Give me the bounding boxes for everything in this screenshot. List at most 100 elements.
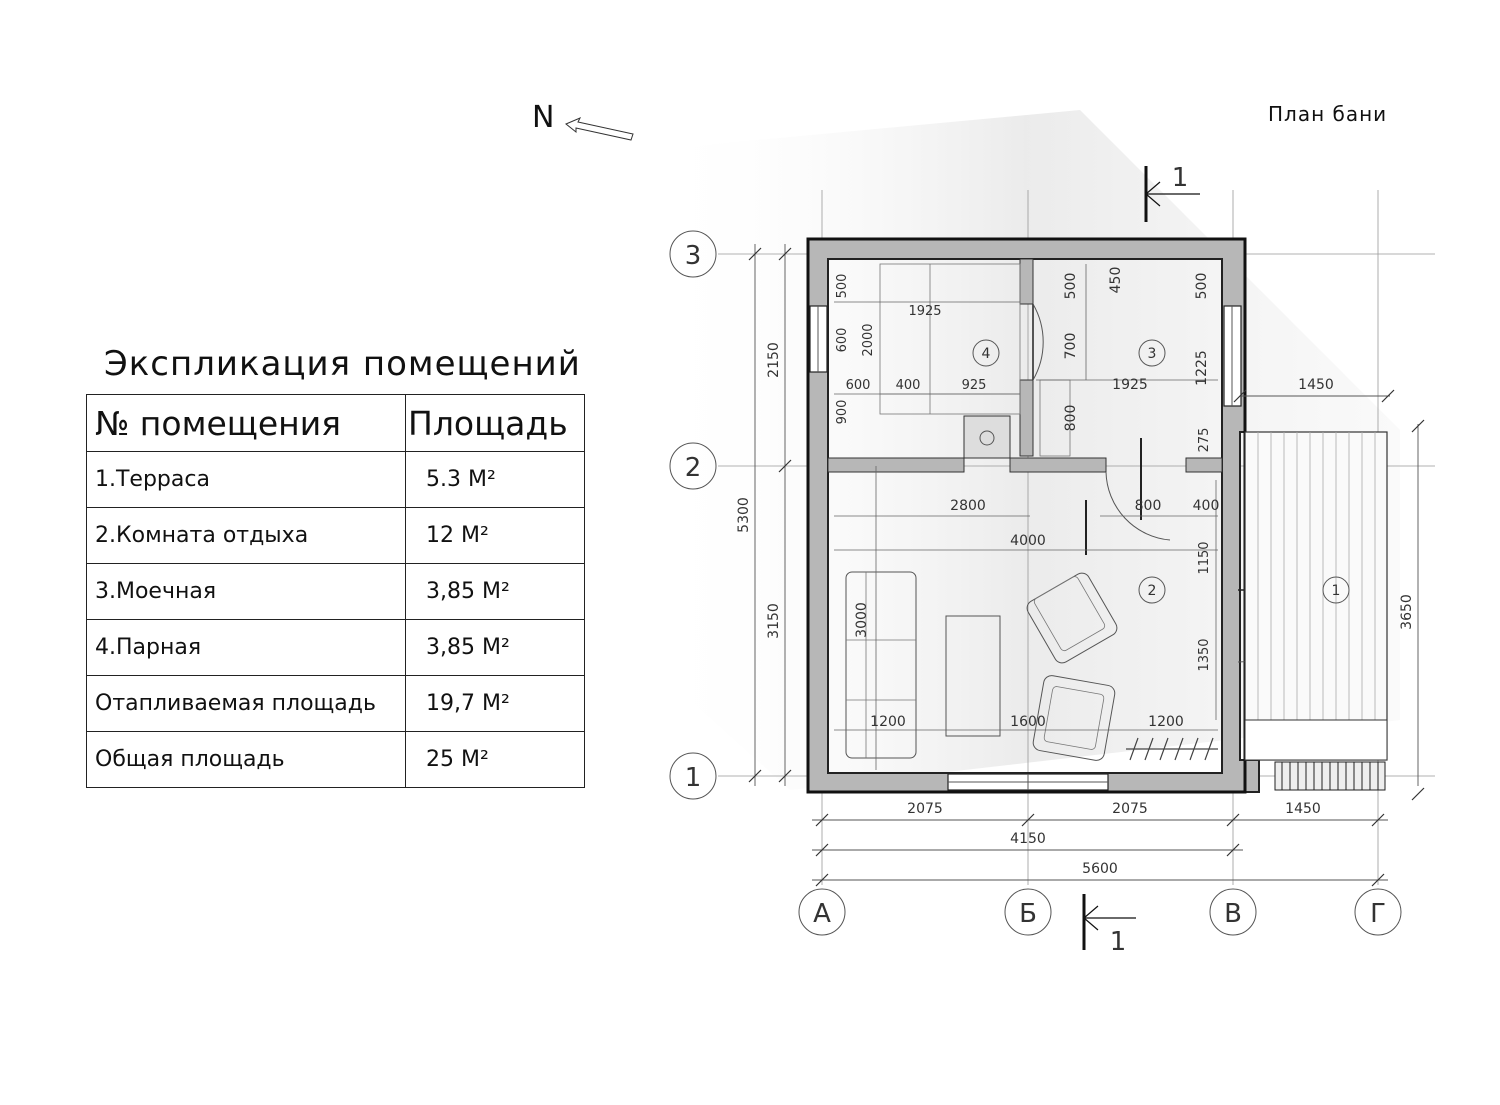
dim-bottom-4150: 4150: [1010, 831, 1046, 847]
dim-steam-900: 900: [835, 400, 850, 425]
header-room-number: № помещения: [86, 394, 406, 452]
axis-col-g-label: Г: [1370, 899, 1386, 929]
dim-rest-1200a: 1200: [870, 714, 906, 730]
dim-rest-1150: 1150: [1197, 541, 1212, 574]
dim-rest-1350: 1350: [1197, 638, 1212, 671]
explication-table: № помещения Площадь 1.Терраса 5.3 М² 2.К…: [86, 394, 585, 788]
room-bubble-1: [1322, 576, 1350, 604]
dim-rest-3000: 3000: [854, 602, 870, 638]
table-row: 4.Парная 3,85 М²: [86, 619, 585, 676]
axis-bubble-col-g: [1354, 888, 1402, 936]
stove: [963, 415, 1011, 459]
room-number-1: 1: [1332, 583, 1341, 599]
room-name: 4.Парная: [86, 619, 406, 676]
axis-bubble-row-3: [669, 230, 717, 278]
room-name: 2.Комната отдыха: [86, 507, 406, 564]
table-row: 2.Комната отдыха 12 М²: [86, 507, 585, 564]
dim-wash-800: 800: [1063, 405, 1079, 432]
table-row: Общая площадь 25 М²: [86, 731, 585, 788]
room-number-3: 3: [1148, 346, 1157, 362]
room-name: Общая площадь: [86, 731, 406, 788]
room-number-4: 4: [982, 346, 991, 362]
room-area: 12 М²: [405, 507, 585, 564]
dim-wash-500b: 500: [1194, 273, 1210, 300]
room-area: 19,7 М²: [405, 675, 585, 732]
section-marks: 1 1: [1082, 163, 1200, 957]
dim-left-2150: 2150: [766, 342, 782, 378]
partition-horiz-right: [1185, 457, 1223, 473]
dim-rest-1200b: 1200: [1148, 714, 1184, 730]
north-label: N: [532, 100, 555, 135]
partition-upper: [1019, 258, 1034, 305]
dim-wash-450: 450: [1108, 267, 1124, 294]
section-mark-top-label: 1: [1172, 163, 1189, 193]
dim-rest-1600: 1600: [1010, 714, 1046, 730]
header-area: Площадь: [405, 394, 585, 452]
explication-header-row: № помещения Площадь: [86, 394, 585, 452]
dim-steam-600: 600: [846, 378, 871, 393]
dim-wash-1925: 1925: [1112, 377, 1148, 393]
dim-rest-800: 800: [1135, 498, 1162, 514]
axis-col-a-label: А: [813, 899, 831, 929]
axis-bubble-row-1: [669, 752, 717, 800]
exterior-dimension-lines: [748, 244, 1425, 887]
axis-row-1-label: 1: [685, 763, 702, 793]
dim-rest-4000: 4000: [1010, 533, 1046, 549]
table-row: Отапливаемая площадь 19,7 М²: [86, 675, 585, 732]
section-mark-bottom-label: 1: [1110, 927, 1127, 957]
dim-wash-700: 700: [1063, 333, 1079, 360]
room-name: 3.Моечная: [86, 563, 406, 620]
dim-rest-2800: 2800: [950, 498, 986, 514]
dim-terrace-3650: 3650: [1399, 594, 1415, 630]
axis-col-b-label: Б: [1019, 899, 1037, 929]
table-row: 1.Терраса 5.3 М²: [86, 451, 585, 508]
sofa: [845, 571, 917, 759]
explication-title: Экспликация помещений: [104, 344, 581, 384]
terrace: [1244, 431, 1388, 791]
dim-wash-500a: 500: [1063, 273, 1079, 300]
steam-bench: [879, 263, 1021, 415]
dim-bottom-2075-b: 2075: [1112, 801, 1148, 817]
dim-steam-1925: 1925: [908, 304, 941, 319]
stove-burner: [979, 430, 995, 446]
room-name: 1.Терраса: [86, 451, 406, 508]
room-bubble-2: [1138, 576, 1166, 604]
partition-horiz-left: [827, 457, 965, 473]
axis-row-3-label: 3: [685, 241, 702, 271]
dim-terrace-1450: 1450: [1298, 377, 1334, 393]
axis-col-v-label: В: [1224, 899, 1242, 929]
table-row: 3.Моечная 3,85 М²: [86, 563, 585, 620]
north-arrow-icon: [565, 117, 634, 141]
axis-bubble-col-v: [1209, 888, 1257, 936]
dim-steam-400: 400: [896, 378, 921, 393]
dim-bottom-2075-a: 2075: [907, 801, 943, 817]
armchair-bottom: [1032, 675, 1116, 761]
room-area: 25 М²: [405, 731, 585, 788]
partition-mid: [1019, 379, 1034, 457]
axis-row-2-label: 2: [685, 453, 702, 483]
axis-bubble-col-a: [798, 888, 846, 936]
dim-left-3150: 3150: [766, 603, 782, 639]
dim-steam-500: 500: [835, 274, 850, 299]
dim-bottom-5600: 5600: [1082, 861, 1118, 877]
dim-steam-2000: 2000: [861, 323, 876, 356]
door-swing-steam: [1032, 303, 1044, 381]
interior-dimension-lines: [834, 264, 1218, 770]
dim-left-5300: 5300: [736, 497, 752, 533]
dim-wash-275: 275: [1197, 428, 1212, 453]
dim-rest-400: 400: [1193, 498, 1220, 514]
table: [945, 615, 1001, 737]
dim-steam-600v: 600: [835, 328, 850, 353]
door-swing-wash: [1105, 471, 1171, 541]
room-name: Отапливаемая площадь: [86, 675, 406, 732]
room-bubble-3: [1138, 339, 1166, 367]
dim-steam-925: 925: [962, 378, 987, 393]
exterior-dimensions: 2075 2075 1450 4150 5600 5300 2150 3150 …: [736, 342, 1415, 877]
coat-rack: [1126, 737, 1218, 761]
room-area: 3,85 М²: [405, 619, 585, 676]
plan-title: План бани: [1268, 102, 1388, 126]
dim-wash-1225: 1225: [1194, 350, 1210, 386]
interior-dimensions: 1925 600 400 925 500 600 900 2000 1925 5…: [835, 267, 1219, 730]
room-number-2: 2: [1148, 583, 1157, 599]
room-markers: 1 2 3 4: [972, 339, 1350, 604]
